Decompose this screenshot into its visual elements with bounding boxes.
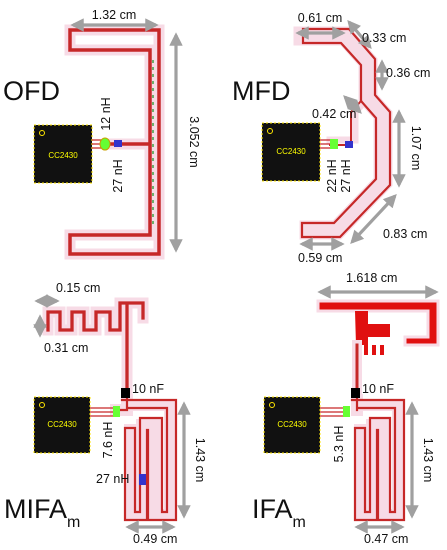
ifa-panel: CC2430 1.618 cm 1.43 cm 0.47 cm 10 nF 5.… (252, 271, 440, 546)
mifa-inductor-a: 7.6 nH (101, 422, 115, 459)
mfd-dim-f-arrow (350, 194, 397, 244)
mfd-dim-b-arrow (347, 19, 372, 50)
mfd-dim-g: 0.59 cm (298, 251, 342, 265)
mfd-dim-d: 0.42 cm (312, 107, 356, 121)
ifa-capacitor (351, 388, 360, 398)
mfd-junction (330, 139, 338, 149)
ifa-capacitor-label: 10 nF (362, 382, 394, 396)
mfd-inductor-a: 22 nH (325, 159, 339, 192)
ofd-inductor-box (114, 140, 122, 147)
mifa-panel: CC2430 0.15 cm 0.31 cm 1.43 cm 0.49 cm 1… (4, 281, 207, 546)
ifa-dim-width: 0.47 cm (364, 532, 408, 546)
mfd-inductor-box (345, 141, 353, 148)
mfd-dim-a: 0.61 cm (298, 11, 342, 25)
mfd-chip: CC2430 (261, 122, 321, 182)
ofd-title: OFD (3, 76, 60, 106)
mifa-inductor-b: 27 nH (96, 472, 129, 486)
mifa-inductor-box (139, 474, 146, 485)
ofd-inductor-b: 27 nH (111, 159, 125, 192)
mifa-chip: CC2430 (33, 396, 91, 454)
mifa-dim-height: 1.43 cm (193, 438, 207, 482)
ofd-panel: CC2430 1.32 cm 3.052 cm OFD 12 nH 27 nH (3, 8, 201, 260)
mifa-capacitor-label: 10 nF (132, 382, 164, 396)
mifa-dim-width: 0.49 cm (133, 532, 177, 546)
ofd-antenna-trace (64, 24, 165, 260)
mifa-chip-label: CC2430 (47, 420, 77, 429)
mfd-dim-e: 1.07 cm (409, 126, 423, 170)
mfd-inductor-b: 27 nH (339, 159, 353, 192)
ifa-junction (343, 406, 350, 417)
mifa-title: MIFAm (4, 494, 80, 531)
mifa-dim-b: 0.31 cm (44, 341, 88, 355)
mfd-chip-label: CC2430 (276, 147, 306, 156)
ofd-chip-label: CC2430 (48, 151, 78, 160)
mfd-dim-c: 0.36 cm (386, 66, 430, 80)
ifa-inductor: 5.3 nH (332, 426, 346, 463)
ofd-dim-width: 1.32 cm (92, 8, 136, 22)
ofd-chip: CC2430 (33, 124, 93, 184)
mfd-panel: CC2430 0.61 cm 0.33 cm 0.36 cm 0.42 cm 1… (232, 11, 430, 265)
mifa-dim-a: 0.15 cm (56, 281, 100, 295)
ifa-chip-label: CC2430 (277, 420, 307, 429)
ifa-antenna-trace (316, 299, 440, 522)
mfd-dim-b: 0.33 cm (362, 31, 406, 45)
ifa-chip: CC2430 (263, 396, 321, 454)
ifa-dim-top: 1.618 cm (346, 271, 397, 285)
ofd-junction (99, 137, 111, 151)
ifa-title: IFAm (252, 494, 306, 531)
mifa-junction (113, 406, 120, 417)
mfd-dim-f: 0.83 cm (383, 227, 427, 241)
mfd-title: MFD (232, 76, 290, 106)
mfd-dim-d-arrow (343, 95, 362, 114)
ifa-dim-height: 1.43 cm (421, 438, 435, 482)
ofd-inductor-a: 12 nH (99, 97, 113, 130)
ofd-dim-height: 3.052 cm (187, 116, 201, 167)
mifa-capacitor (121, 388, 130, 398)
